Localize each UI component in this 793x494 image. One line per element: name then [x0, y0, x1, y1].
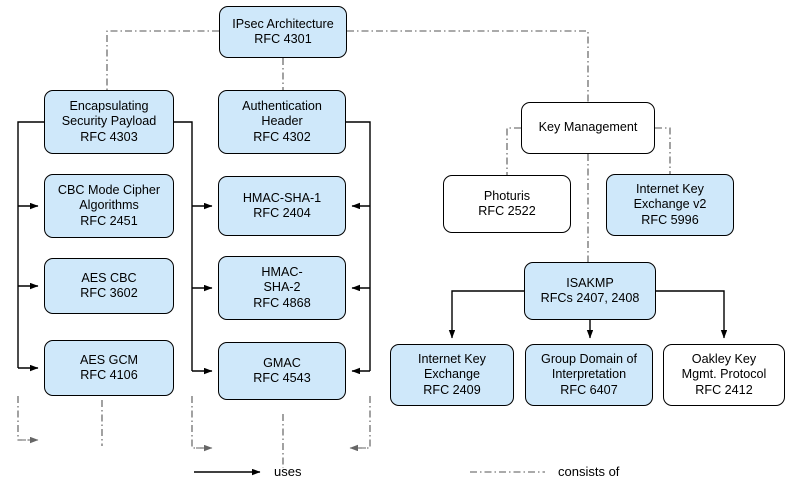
edge-ah-rail-right [346, 121, 371, 371]
node-isakmp-line: ISAKMP [566, 275, 614, 290]
node-gdoi-line: Group Domain of [541, 351, 637, 366]
edge-ipsec-keymgmt [347, 30, 589, 102]
edge-stub-left [17, 396, 32, 441]
node-cbc-line: CBC Mode Cipher [57, 182, 161, 197]
node-esp-line: Security Payload [61, 114, 157, 129]
node-ikev2-line: RFC 5996 [641, 212, 699, 227]
edge-esp-rail-left [17, 121, 44, 368]
node-gmac-line: RFC 4543 [253, 371, 311, 385]
node-ikev2-line: Exchange v2 [633, 197, 707, 212]
consists-of-edge-heads [22, 436, 366, 452]
legend-consists-of-label: consists of [558, 464, 620, 479]
node-ah-line: RFC 4302 [253, 129, 311, 144]
node-hmacsha1-line: RFC 2404 [253, 206, 311, 220]
consists-of-edges [17, 30, 671, 468]
node-hmacsha2-line: SHA-2 [263, 280, 301, 295]
node-gdoi-line: RFC 6407 [560, 382, 618, 397]
node-ipsec-line: IPsec Architecture [232, 16, 334, 31]
node-gdoi-line: Interpretation [551, 367, 627, 382]
edge-keymgmt-photuris [506, 127, 521, 175]
node-isakmp-line: RFCs 2407, 2408 [540, 291, 640, 305]
node-oakley-line: RFC 2412 [695, 382, 753, 397]
node-photuris-line: Photuris [483, 188, 531, 203]
edge-esp-rail-right [174, 121, 193, 371]
edge-keymgmt-ikev2 [655, 127, 671, 174]
node-ipsec-line: RFC 4301 [254, 32, 312, 46]
node-photuris-line: RFC 2522 [478, 204, 536, 218]
uses-edges [17, 121, 728, 476]
node-ikev2-line: Internet Key [636, 181, 704, 196]
edge-ipsec-esp [106, 30, 219, 90]
node-esp-line: Encapsulating [69, 98, 149, 113]
node-hmacsha2-line: HMAC- [261, 264, 303, 279]
node-hmacsha2-line: RFC 4868 [253, 295, 311, 310]
node-gmac-line: GMAC [263, 355, 301, 370]
legend-uses-label: uses [274, 464, 302, 479]
node-ike-line: Exchange [423, 367, 480, 382]
edge-isakmp-oakley [656, 290, 728, 339]
node-esp-line: RFC 4303 [80, 129, 138, 144]
node-oakley-line: Oakley Key [691, 351, 757, 366]
node-hmacsha1-line: HMAC-SHA-1 [242, 190, 322, 205]
node-ah-line: Authentication [242, 98, 322, 113]
node-aesgcm-line: AES GCM [79, 352, 139, 367]
node-ah-line: Header [261, 114, 303, 129]
node-ike-line: RFC 2409 [423, 382, 481, 397]
node-aesgcm-line: RFC 4106 [80, 368, 138, 382]
node-keymgmt-line: Key Management [538, 120, 638, 135]
edge-stub-right [356, 396, 371, 449]
edge-isakmp-ike [448, 290, 524, 339]
node-aescbc-line: AES CBC [81, 270, 137, 285]
node-oakley-line: Mgmt. Protocol [681, 367, 767, 382]
node-cbc-line: RFC 2451 [80, 213, 138, 228]
node-ike-line: Internet Key [418, 351, 486, 366]
edge-stub-mid [191, 396, 206, 449]
node-cbc-line: Algorithms [79, 198, 139, 213]
node-aescbc-line: RFC 3602 [80, 286, 138, 300]
node-keymgmt[interactable]: Key Management [521, 102, 655, 154]
